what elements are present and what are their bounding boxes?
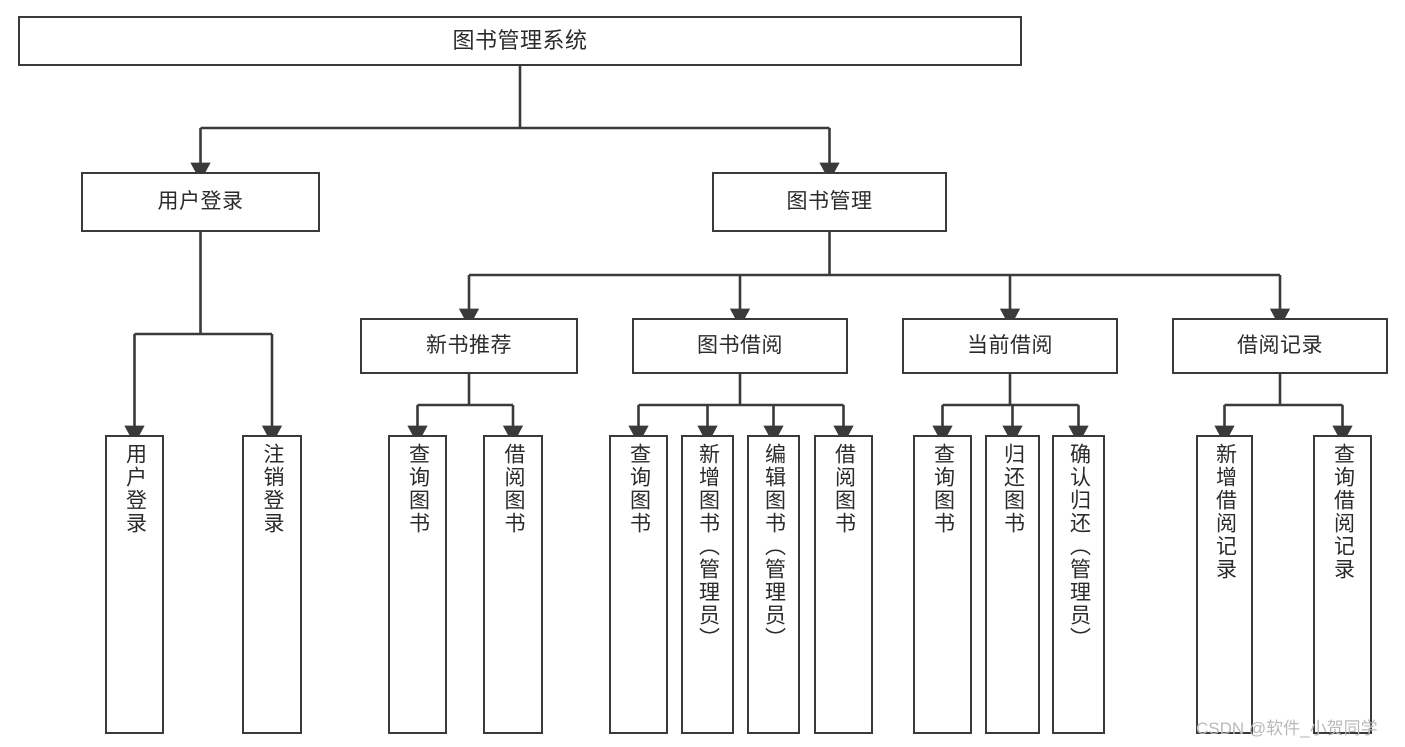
node-leaf-query-book-1[interactable]: 查询图书 xyxy=(388,435,447,734)
node-leaf-return-book[interactable]: 归还图书 xyxy=(985,435,1040,734)
node-leaf-add-record-label: 新增借阅记录 xyxy=(1213,443,1237,581)
node-book-management[interactable]: 图书管理 xyxy=(712,172,947,232)
node-leaf-add-book[interactable]: 新增图书（管理员） xyxy=(681,435,734,734)
node-user-login-label: 用户登录 xyxy=(157,189,244,213)
node-leaf-user-login[interactable]: 用户登录 xyxy=(105,435,164,734)
node-leaf-confirm-return-label: 确认归还（管理员） xyxy=(1067,443,1091,650)
node-user-login[interactable]: 用户登录 xyxy=(81,172,320,232)
node-leaf-confirm-return[interactable]: 确认归还（管理员） xyxy=(1052,435,1105,734)
node-book-borrow[interactable]: 图书借阅 xyxy=(632,318,848,374)
node-root-label: 图书管理系统 xyxy=(452,28,588,54)
node-leaf-add-record[interactable]: 新增借阅记录 xyxy=(1196,435,1253,734)
node-leaf-query-book-1-label: 查询图书 xyxy=(406,443,430,535)
node-leaf-logout[interactable]: 注销登录 xyxy=(242,435,302,734)
node-leaf-borrow-book-1-label: 借阅图书 xyxy=(502,443,526,535)
node-leaf-borrow-book-1[interactable]: 借阅图书 xyxy=(483,435,543,734)
node-leaf-query-record[interactable]: 查询借阅记录 xyxy=(1313,435,1372,734)
node-leaf-query-record-label: 查询借阅记录 xyxy=(1331,443,1355,581)
node-current-borrow-label: 当前借阅 xyxy=(967,333,1053,357)
node-leaf-logout-label: 注销登录 xyxy=(261,443,285,535)
node-new-book-recommend-label: 新书推荐 xyxy=(426,333,512,357)
node-leaf-user-login-label: 用户登录 xyxy=(123,443,147,535)
node-leaf-edit-book[interactable]: 编辑图书（管理员） xyxy=(747,435,800,734)
node-leaf-borrow-book-2[interactable]: 借阅图书 xyxy=(814,435,873,734)
node-leaf-query-book-2-label: 查询图书 xyxy=(627,443,651,535)
node-leaf-return-book-label: 归还图书 xyxy=(1001,443,1025,535)
node-current-borrow[interactable]: 当前借阅 xyxy=(902,318,1118,374)
node-book-management-label: 图书管理 xyxy=(786,189,873,213)
node-borrow-record-label: 借阅记录 xyxy=(1237,333,1323,357)
node-leaf-query-book-3-label: 查询图书 xyxy=(931,443,955,535)
node-leaf-query-book-2[interactable]: 查询图书 xyxy=(609,435,668,734)
node-book-borrow-label: 图书借阅 xyxy=(697,333,783,357)
node-borrow-record[interactable]: 借阅记录 xyxy=(1172,318,1388,374)
node-root[interactable]: 图书管理系统 xyxy=(18,16,1022,66)
node-leaf-edit-book-label: 编辑图书（管理员） xyxy=(762,443,786,650)
node-new-book-recommend[interactable]: 新书推荐 xyxy=(360,318,578,374)
watermark: CSDN @软件_小贺同学 xyxy=(1196,719,1378,738)
node-leaf-query-book-3[interactable]: 查询图书 xyxy=(913,435,972,734)
node-leaf-borrow-book-2-label: 借阅图书 xyxy=(832,443,856,535)
node-leaf-add-book-label: 新增图书（管理员） xyxy=(696,443,720,650)
